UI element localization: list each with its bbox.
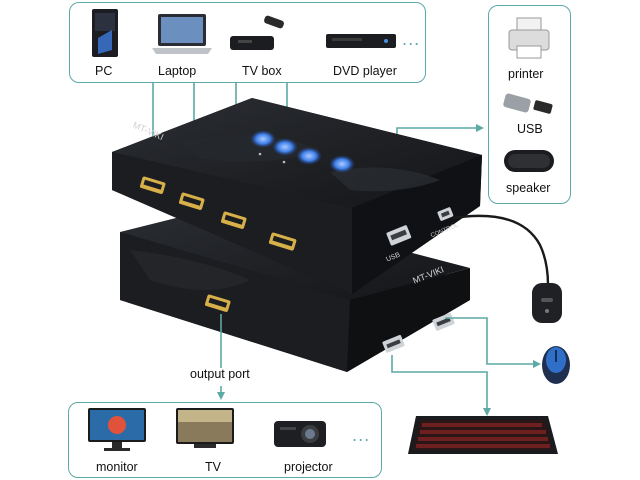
hdmi-output-port: [204, 294, 231, 312]
pc-tower-icon: [92, 9, 118, 57]
hid-connector-lines: [391, 317, 535, 410]
peripheral-label-speaker: speaker: [506, 181, 551, 195]
output-port-label: output port: [190, 367, 250, 381]
tv-icon: [176, 408, 234, 448]
source-label-pc: PC: [95, 64, 113, 78]
laptop-icon: [152, 14, 212, 54]
speaker-icon: [504, 150, 554, 172]
source-more-indicator: ...: [402, 30, 421, 49]
output-label-tv: TV: [205, 460, 221, 474]
keyboard-icon: [408, 416, 558, 454]
projector-icon: [274, 421, 326, 447]
dvd-player-icon: [326, 34, 396, 48]
usb-drive-icon: [503, 93, 553, 114]
usb-arrowhead: [476, 124, 484, 132]
mouse-arrowhead: [533, 360, 541, 368]
hdmi-input-ports: [139, 176, 297, 251]
output-more-indicator: ...: [352, 426, 371, 445]
mouse-icon: [542, 346, 570, 384]
printer-icon: [508, 17, 550, 59]
output-label-monitor: monitor: [96, 460, 138, 474]
source-label-laptop: Laptop: [158, 64, 197, 78]
status-leds: [250, 130, 355, 173]
source-label-tv-box: TV box: [242, 64, 282, 78]
source-label-dvd-player: DVD player: [333, 64, 397, 78]
peripheral-label-printer: printer: [508, 67, 544, 81]
peripheral-label-usb: USB: [517, 122, 543, 136]
tv-box-icon: [230, 15, 284, 50]
wired-remote: [452, 214, 562, 323]
top-side-ports: [386, 207, 454, 246]
monitor-icon: [88, 408, 146, 451]
output-label-projector: projector: [284, 460, 333, 474]
output-arrowhead: [217, 392, 225, 400]
keyboard-arrowhead: [483, 408, 491, 416]
